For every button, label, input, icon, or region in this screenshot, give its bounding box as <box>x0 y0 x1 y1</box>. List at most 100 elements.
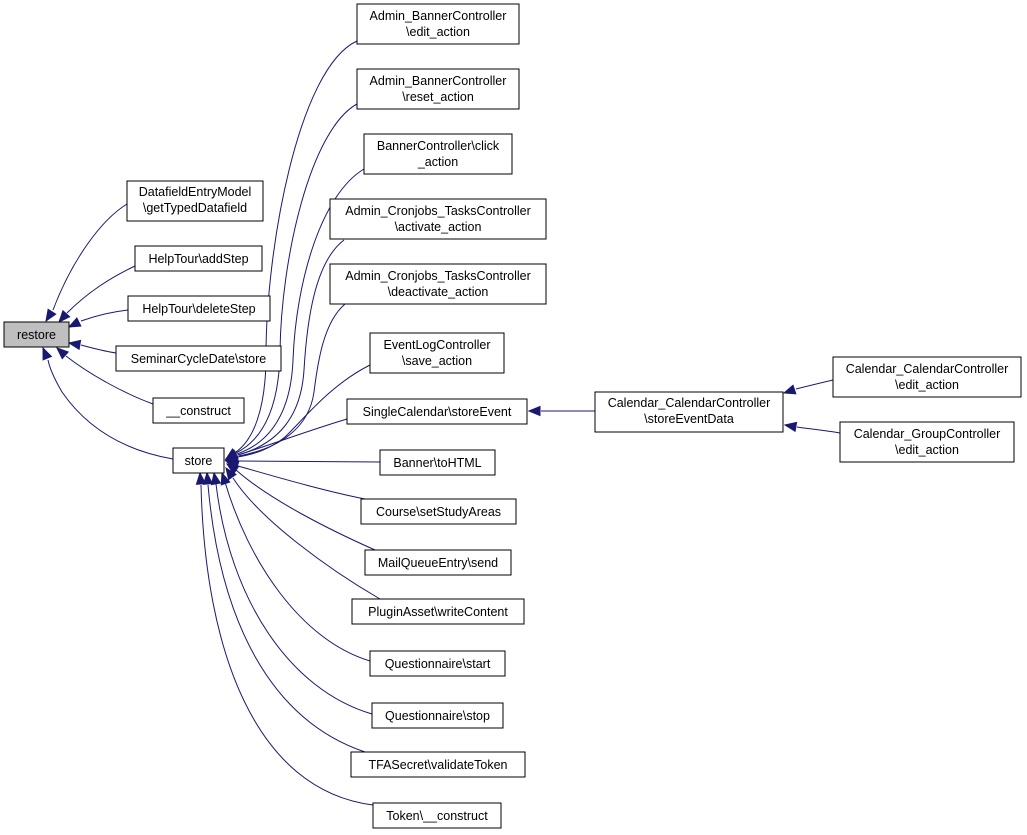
node-seminar-store[interactable]: SeminarCycleDate\store <box>115 345 282 372</box>
edge-line <box>237 239 345 456</box>
node-restore-line-1: restore <box>17 328 56 342</box>
arrowhead-icon <box>527 405 541 417</box>
arrowhead-icon <box>45 308 57 323</box>
node-add-step[interactable]: HelpTour\addStep <box>134 245 263 272</box>
node-delete-step-line-1: HelpTour\deleteStep <box>142 302 255 316</box>
node-store-event-line-1: SingleCalendar\storeEvent <box>363 405 512 419</box>
node-token-construct-line-1: Token\__construct <box>386 809 488 823</box>
node-store-event-data-line-2: \storeEventData <box>644 412 734 426</box>
edge-cronDeactivate-to-store <box>224 303 346 462</box>
node-questionnaire-stop[interactable]: Questionnaire\stop <box>371 702 504 729</box>
node-mail-send[interactable]: MailQueueEntry\send <box>364 549 512 576</box>
edge-storeEvent-to-store <box>224 418 348 461</box>
node-restore[interactable]: restore <box>3 321 70 348</box>
node-to-html-line-1: Banner\toHTML <box>393 456 481 470</box>
edge-line <box>237 364 371 458</box>
edge-line <box>65 355 154 405</box>
node-delete-step[interactable]: HelpTour\deleteStep <box>127 295 271 322</box>
node-add-step-line-1: HelpTour\addStep <box>148 252 248 266</box>
edge-store-to-restore <box>42 346 174 460</box>
node-construct-line-1: __construct <box>165 404 231 418</box>
node-banner-edit[interactable]: Admin_BannerController \edit_action <box>356 3 520 45</box>
arrowhead-icon <box>67 339 82 351</box>
node-seminar-store-line-1: SeminarCycleDate\store <box>131 352 267 366</box>
edge-addStep-to-restore <box>58 265 136 323</box>
node-event-log-save-line-2: \save_action <box>402 354 472 368</box>
node-store-event[interactable]: SingleCalendar\storeEvent <box>346 398 528 425</box>
node-banner-reset[interactable]: Admin_BannerController \reset_action <box>356 68 520 110</box>
edge-groupEdit-to-storeEventData <box>783 421 841 434</box>
node-store-line-1: store <box>185 454 213 468</box>
node-event-log-save-line-1: EventLogController <box>383 338 490 352</box>
edge-line <box>207 484 366 753</box>
arrowhead-icon <box>225 463 240 475</box>
edge-tokenConstruct-to-store <box>195 471 374 806</box>
node-validate-token[interactable]: TFASecret\validateToken <box>350 751 526 778</box>
arrowhead-icon <box>58 309 71 323</box>
arrowhead-icon <box>195 471 207 485</box>
node-cron-deactivate[interactable]: Admin_Cronjobs_TasksController \deactiva… <box>329 263 547 305</box>
node-to-html[interactable]: Banner\toHTML <box>379 449 496 476</box>
edge-qStop-to-store <box>210 471 373 715</box>
node-event-log-save[interactable]: EventLogController \save_action <box>369 332 505 374</box>
node-cron-activate[interactable]: Admin_Cronjobs_TasksController \activate… <box>329 198 547 240</box>
node-group-edit-line-1: Calendar_GroupController <box>854 427 1001 441</box>
node-construct[interactable]: __construct <box>152 397 245 424</box>
edge-seminarStore-to-restore <box>67 339 117 354</box>
edge-line <box>215 483 373 715</box>
edge-line <box>80 344 117 354</box>
node-calendar-edit-line-1: Calendar_CalendarController <box>846 362 1009 376</box>
edge-getTypedDatafield-to-restore <box>45 203 128 323</box>
edge-storeEventData-to-storeEvent <box>527 405 595 417</box>
node-banner-click[interactable]: BannerController\click _action <box>363 133 513 175</box>
edge-mailSend-to-store <box>225 463 376 551</box>
node-get-typed-datafield[interactable]: DatafieldEntryModel \getTypedDatafield <box>126 180 264 222</box>
edge-line <box>66 265 136 314</box>
edge-qStart-to-store <box>220 471 371 662</box>
node-token-construct[interactable]: Token\__construct <box>372 802 502 829</box>
edge-line <box>47 359 174 460</box>
edge-construct-to-restore <box>56 347 154 405</box>
node-group-edit[interactable]: Calendar_GroupController \edit_action <box>839 421 1015 463</box>
node-banner-reset-line-2: \reset_action <box>402 90 474 104</box>
arrowhead-icon <box>42 346 53 361</box>
node-mail-send-line-1: MailQueueEntry\send <box>378 556 498 570</box>
node-set-study-areas-line-1: Course\setStudyAreas <box>376 505 501 519</box>
node-banner-click-line-2: _action <box>417 155 458 169</box>
arrowhead-icon <box>67 317 82 328</box>
node-write-content[interactable]: PluginAsset\writeContent <box>351 598 525 625</box>
node-calendar-edit-line-2: \edit_action <box>895 378 959 392</box>
edge-calEdit-to-storeEventData <box>782 379 834 395</box>
node-questionnaire-stop-line-1: Questionnaire\stop <box>385 709 490 723</box>
edge-line <box>80 309 129 322</box>
edge-line <box>796 426 841 434</box>
node-banner-reset-line-1: Admin_BannerController <box>370 74 507 88</box>
edge-line <box>238 303 346 457</box>
node-calendar-edit[interactable]: Calendar_CalendarController \edit_action <box>832 356 1022 398</box>
node-get-typed-datafield-line-1: DatafieldEntryModel <box>139 185 252 199</box>
node-get-typed-datafield-line-2: \getTypedDatafield <box>143 201 247 215</box>
node-store-event-data-line-1: Calendar_CalendarController <box>608 396 771 410</box>
node-set-study-areas[interactable]: Course\setStudyAreas <box>360 498 517 525</box>
edge-line <box>237 418 348 456</box>
edge-line <box>235 469 376 551</box>
node-banner-edit-line-1: Admin_BannerController <box>370 9 507 23</box>
arrowhead-icon <box>225 466 237 481</box>
node-banner-click-line-1: BannerController\click <box>377 139 500 153</box>
node-cron-deactivate-line-1: Admin_Cronjobs_TasksController <box>345 269 531 283</box>
node-cron-deactivate-line-2: \deactivate_action <box>388 285 489 299</box>
node-group-edit-line-2: \edit_action <box>895 443 959 457</box>
edge-deleteStep-to-restore <box>67 309 129 328</box>
arrowhead-icon <box>783 421 798 433</box>
node-store-event-data[interactable]: Calendar_CalendarController \storeEventD… <box>594 391 784 433</box>
arrowhead-icon <box>220 471 231 486</box>
edge-writeContent-to-store <box>225 466 381 600</box>
edge-setStudyAreas-to-store <box>225 461 366 500</box>
node-write-content-line-1: PluginAsset\writeContent <box>368 605 508 619</box>
node-cron-activate-line-2: \activate_action <box>395 220 482 234</box>
node-questionnaire-start[interactable]: Questionnaire\start <box>369 650 506 677</box>
arrowhead-icon <box>56 347 70 360</box>
arrowhead-icon <box>202 471 214 485</box>
node-store[interactable]: store <box>172 447 225 474</box>
